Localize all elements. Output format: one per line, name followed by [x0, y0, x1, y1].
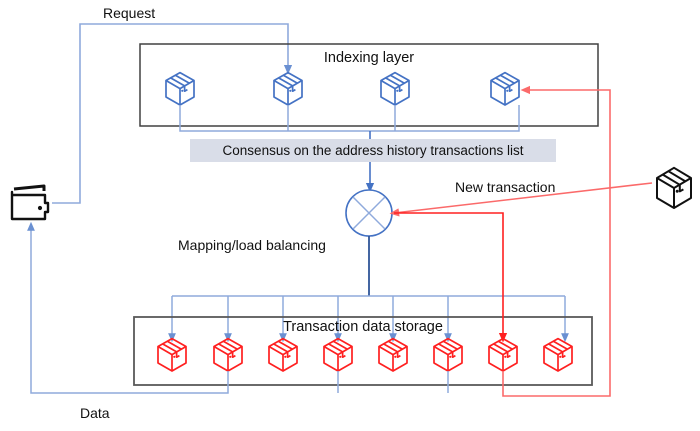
indexing-node-4-icon[interactable]	[490, 71, 520, 106]
load-balancer-node[interactable]	[345, 189, 393, 237]
request-edge	[52, 23, 293, 204]
storage-node-8-icon[interactable]	[543, 337, 573, 372]
mapping-label: Mapping/load balancing	[178, 237, 326, 253]
new-transaction-label: New transaction	[455, 179, 555, 195]
storage-to-indexing-edge	[502, 85, 611, 397]
request-label: Request	[103, 5, 155, 21]
new-transaction-store-edge	[394, 212, 508, 343]
data-label: Data	[80, 405, 110, 421]
indexing-node-2-icon[interactable]	[273, 71, 303, 106]
storage-node-3-icon[interactable]	[268, 337, 298, 372]
storage-node-2-icon[interactable]	[213, 337, 243, 372]
storage-node-5-icon[interactable]	[378, 337, 408, 372]
consensus-label: Consensus on the address history transac…	[223, 143, 524, 158]
new-transaction-edge	[389, 182, 653, 217]
wallet-icon[interactable]	[10, 184, 50, 221]
data-return-branch-edge	[337, 371, 449, 393]
cross-lines-icon	[352, 196, 386, 230]
storage-node-7-icon[interactable]	[488, 337, 518, 372]
data-return-edge	[27, 221, 229, 394]
storage-node-1-icon[interactable]	[157, 337, 187, 372]
indexing-node-3-icon[interactable]	[380, 71, 410, 106]
transaction-storage-title: Transaction data storage	[283, 319, 443, 335]
consensus-bar[interactable]	[190, 139, 556, 162]
consensus-bus-edge	[179, 105, 520, 132]
indexing-layer-title: Indexing layer	[324, 50, 414, 66]
storage-node-4-icon[interactable]	[323, 337, 353, 372]
package-box-icon[interactable]	[656, 166, 692, 209]
indexing-layer-box[interactable]	[139, 43, 599, 127]
transaction-storage-box[interactable]	[133, 316, 593, 386]
storage-node-6-icon[interactable]	[433, 337, 463, 372]
indexing-node-1-icon[interactable]	[165, 71, 195, 106]
